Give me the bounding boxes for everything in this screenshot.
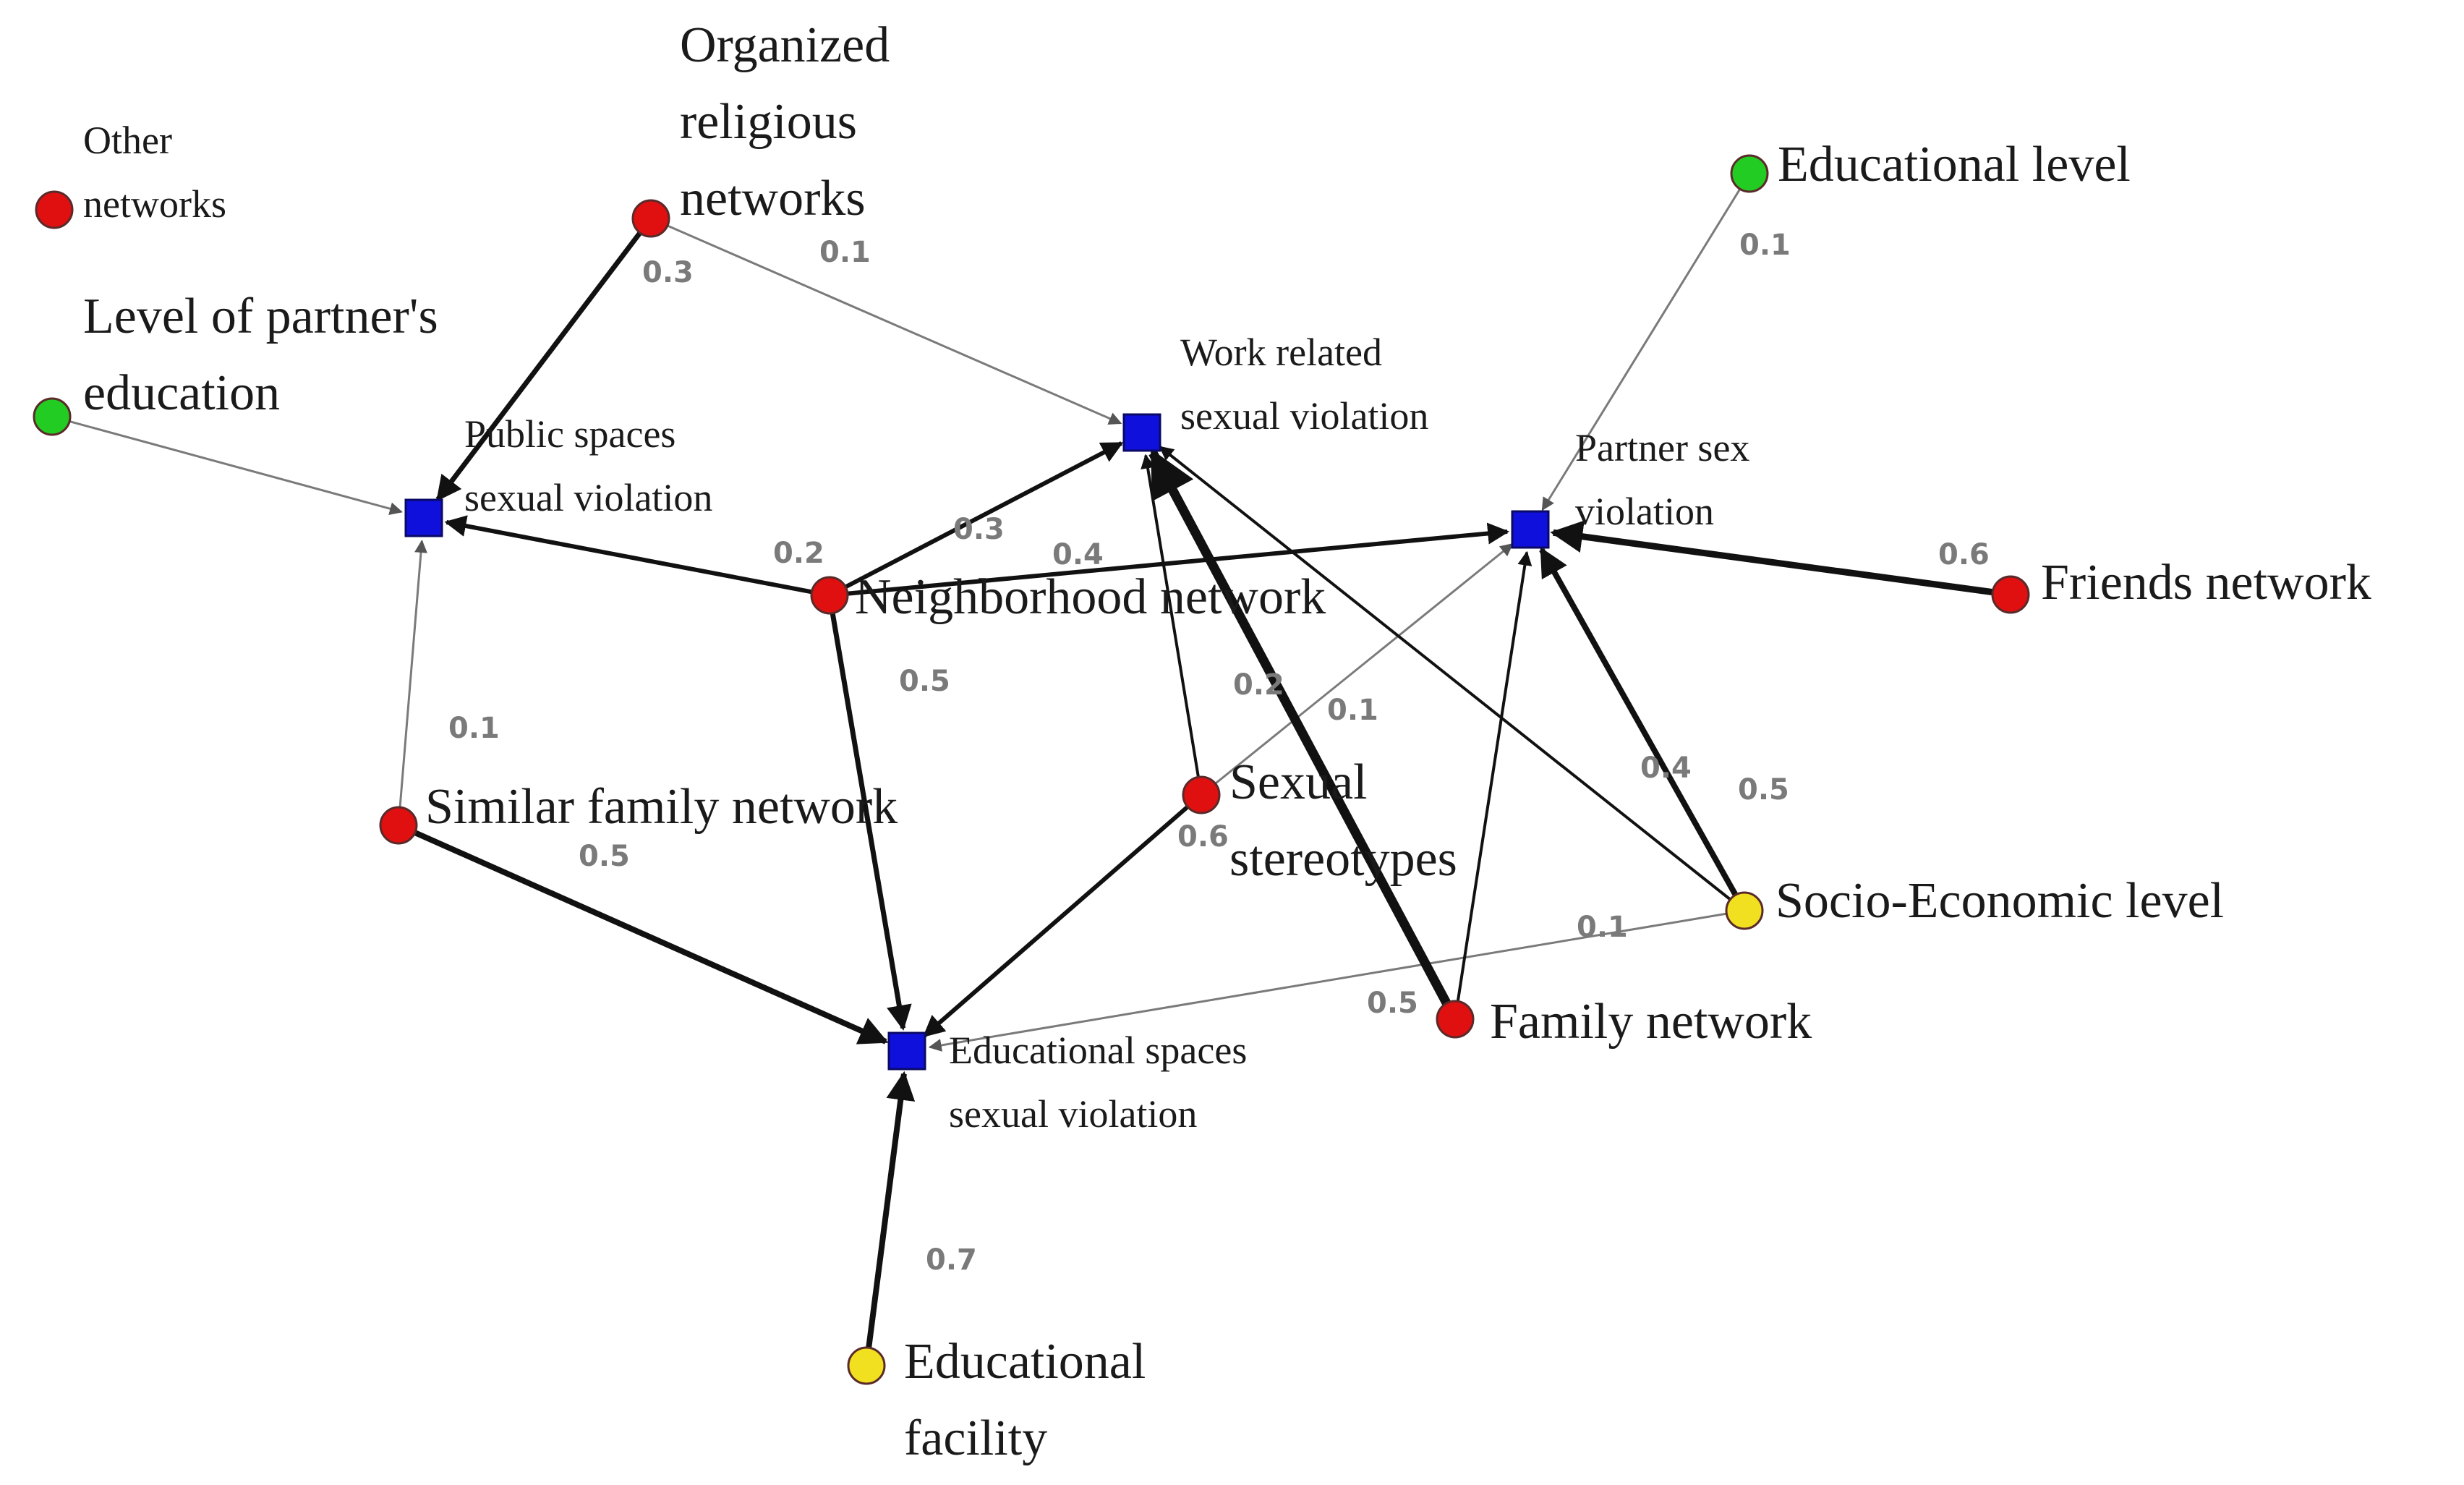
node-label-line: Neighborhood network [855,569,1326,625]
node-label-public-spaces: Public spaces sexual violation [464,412,712,519]
node-label-line: Socio-Economic level [1775,873,2224,929]
edge-sexual-stereotypes-to-work-related [1141,454,1203,796]
edge-weight-label: 0.1 [448,712,500,745]
node-friends [1991,575,2030,614]
edge-weight-label: 0.5 [1738,773,1789,807]
edge-weight-label: 0.1 [1739,229,1791,262]
node-label-line: networks [680,171,866,226]
edge-partner-education-to-public-spaces [51,415,403,516]
node-label-line: stereotypes [1229,831,1457,887]
edge-sexual-stereotypes-to-partner-sex [1201,542,1514,796]
edge-weight-label: 0.3 [953,513,1005,546]
edge-weight-label: 0.4 [1052,538,1104,571]
edge-similar-family-to-public-spaces [397,540,428,826]
edge-weight-label: 0.6 [1177,820,1229,854]
edge-weight-label: 0.7 [926,1243,977,1277]
node-label-line: networks [83,182,226,226]
node-label-work-related: Work related sexual violation [1180,331,1428,438]
node-educational-level [1730,154,1769,193]
node-label-line: Similar family network [425,779,898,835]
node-label-line: Friends network [2041,555,2371,610]
node-label-partner-education: Level of partner's education [83,289,438,421]
node-label-line: Educational spaces [949,1029,1247,1072]
node-label-socio-economic: Socio-Economic level [1775,873,2224,929]
node-label-family: Family network [1490,994,1812,1050]
edge-socio-economic-to-partner-sex [1539,547,1747,912]
edge-organized-religious-to-public-spaces [435,216,653,502]
edge-neighborhood-to-partner-sex [829,522,1510,597]
edge-weight-label: 0.1 [1327,694,1378,727]
node-label-line: Educational level [1778,137,2131,192]
edge-educational-facility-to-educational-spaces [864,1071,916,1366]
node-label-line: violation [1575,490,1714,533]
edge-weight-label: 0.5 [899,665,950,698]
edge-sexual-stereotypes-to-educational-spaces [922,793,1203,1038]
edge-family-to-work-related [1148,448,1459,1022]
node-family [1436,1000,1475,1039]
node-label-educational-level: Educational level [1778,137,2131,192]
node-sexual-stereotypes [1182,775,1221,814]
node-label-line: Family network [1490,994,1812,1050]
node-label-line: religious [680,94,857,150]
node-work-related [1122,413,1161,452]
edge-organized-religious-to-work-related [650,217,1122,425]
node-educational-facility [847,1346,886,1385]
labels-layer: Other networks Organized religious networksL… [83,17,2371,1466]
edge-neighborhood-to-work-related [828,441,1124,597]
node-label-line: Public spaces [464,412,675,456]
node-neighborhood [810,576,849,615]
edge-weight-label: 0.2 [773,537,824,570]
edge-family-to-partner-sex [1454,550,1532,1020]
node-socio-economic [1725,891,1764,930]
edge-neighborhood-to-educational-spaces [827,595,912,1031]
node-other-networks [35,190,74,229]
node-label-sexual-stereotypes: Sexual stereotypes [1229,754,1457,887]
node-partner-education [33,397,72,436]
edge-weight-label: 0.1 [1577,911,1628,944]
node-label-line: Work related [1180,331,1382,374]
edge-weight-label: 0.2 [1233,668,1284,702]
edge-weight-label: 0.1 [819,236,871,269]
node-label-line: education [83,365,280,421]
node-organized-religious [631,199,670,238]
edges-layer [51,173,2011,1366]
node-label-other-networks: Other networks [83,119,226,226]
node-label-line: Organized [680,17,890,73]
edge-weight-label: 0.3 [642,256,694,289]
node-similar-family [379,806,418,845]
edge-similar-family-to-educational-spaces [397,822,889,1044]
edge-socio-economic-to-work-related [1159,446,1746,912]
edge-weight-label: 0.4 [1640,752,1692,785]
node-partner-sex [1511,510,1550,549]
edge-weight-label: 0.5 [579,840,630,873]
node-label-partner-sex: Partner sex violation [1575,426,1749,533]
node-label-line: Other [83,119,172,162]
node-label-line: Educational [904,1334,1146,1390]
edge-socio-economic-to-educational-spaces [928,909,1745,1052]
node-label-line: sexual violation [464,476,712,519]
node-label-friends: Friends network [2041,555,2371,610]
node-label-line: sexual violation [1180,394,1428,438]
edge-neighborhood-to-public-spaces [444,515,830,597]
node-label-similar-family: Similar family network [425,779,898,835]
node-label-organized-religious: Organized religious networks [680,17,890,226]
node-label-educational-facility: Educational facility [904,1334,1146,1466]
node-educational-spaces [887,1031,926,1071]
edge-weight-label: 0.6 [1938,538,1990,571]
node-label-line: Partner sex [1575,426,1749,469]
edge-friends-to-partner-sex [1550,520,2011,598]
node-label-line: facility [904,1410,1047,1466]
node-label-line: Level of partner's [83,289,438,344]
node-public-spaces [404,498,443,537]
edge-labels-layer: 0.3 0.1 0.1 0.2 0.3 0.4 0.5 0.6 0.1 0.5 0.2 0.1 0.6 0… [448,229,1990,1277]
node-label-line: sexual violation [949,1092,1197,1136]
nodes-layer [33,154,2030,1385]
node-label-neighborhood: Neighborhood network [855,569,1326,625]
node-label-line: Sexual [1229,754,1368,810]
edge-educational-level-to-partner-sex [1541,173,1751,511]
node-label-educational-spaces: Educational spaces sexual violation [949,1029,1247,1136]
edge-weight-label: 0.5 [1367,987,1418,1020]
